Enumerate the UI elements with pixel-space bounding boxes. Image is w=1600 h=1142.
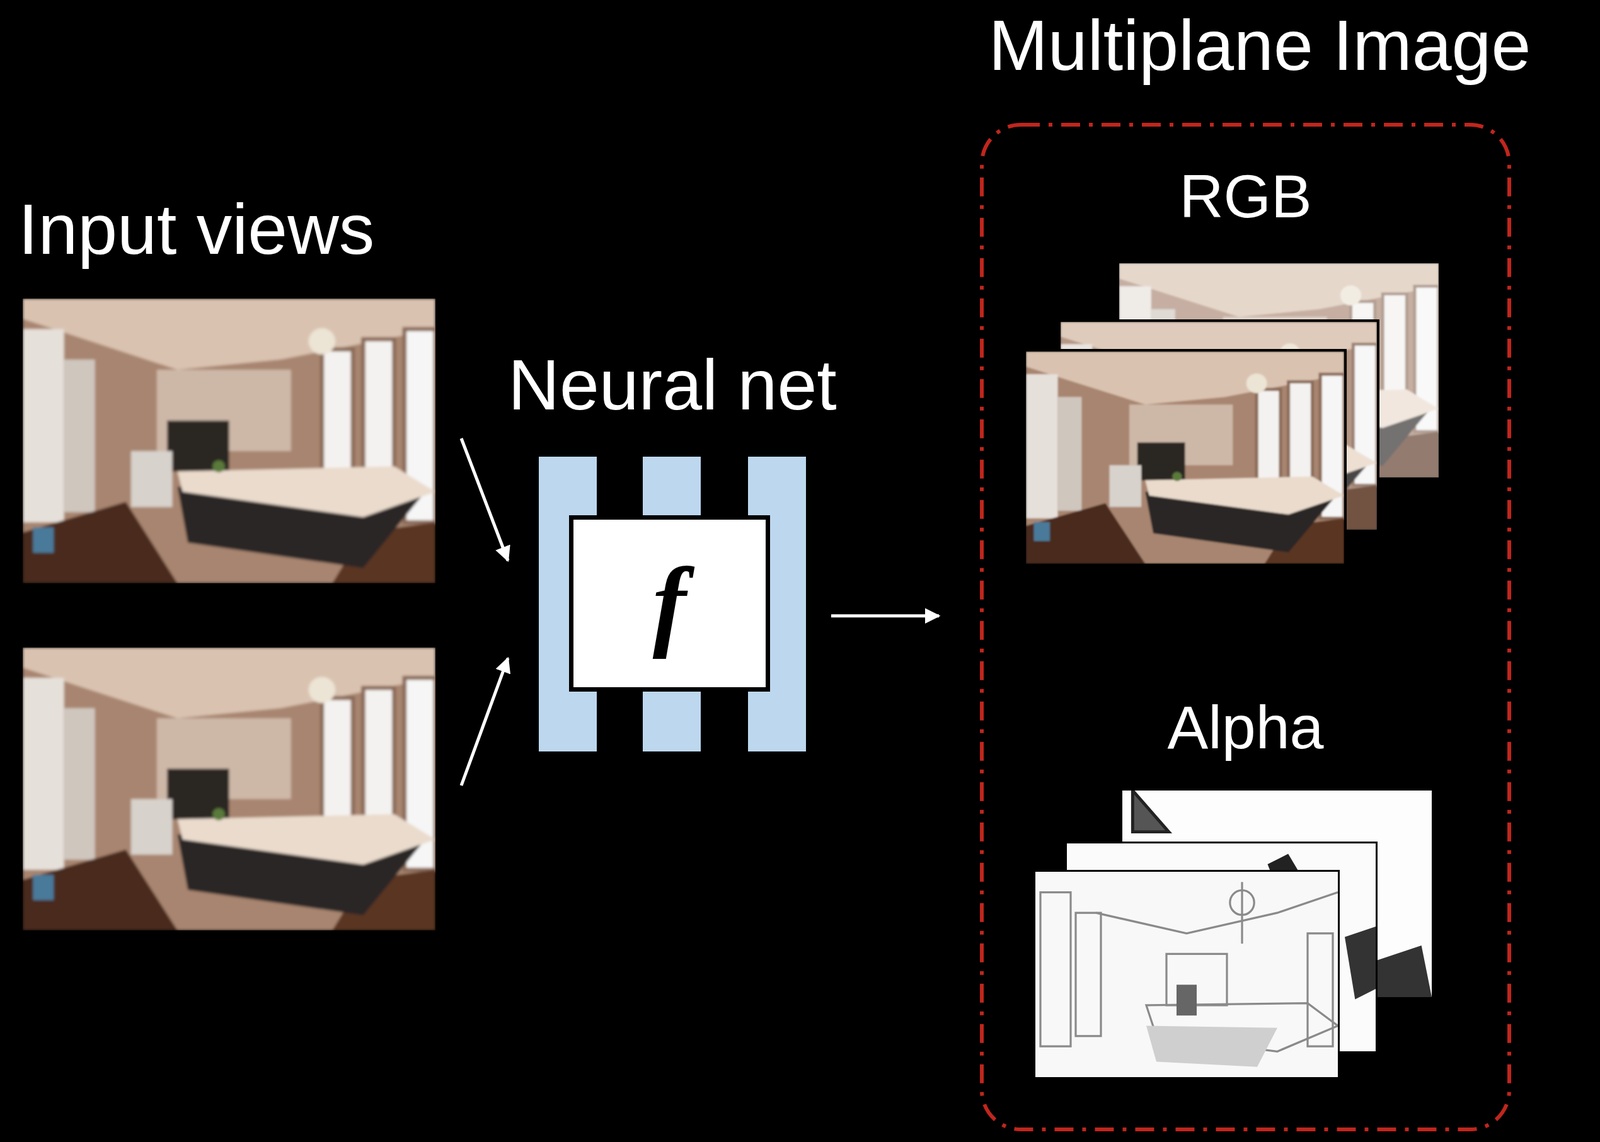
arrow-connector bbox=[831, 614, 939, 618]
layer-label: RGB bbox=[979, 161, 1512, 232]
layer-group: Alpha bbox=[979, 692, 1512, 775]
section-label: Input views bbox=[18, 189, 375, 271]
input-arrow bbox=[461, 658, 508, 786]
multiplane-group: Multiplane ImageRGBAlpha bbox=[979, 122, 1512, 1133]
input-photo bbox=[22, 298, 436, 584]
input-photo bbox=[22, 647, 436, 931]
layer-group: RGB bbox=[979, 161, 1512, 244]
node-heading: Neural net bbox=[444, 344, 901, 427]
neural-net-block: Neural netf bbox=[538, 456, 806, 752]
function-box: f bbox=[569, 515, 771, 692]
rgb-layer-stack bbox=[1023, 263, 1439, 567]
alpha-layer-stack bbox=[1033, 790, 1432, 1080]
layer-label: Alpha bbox=[979, 692, 1512, 764]
input-arrow bbox=[461, 438, 508, 561]
function-symbol: f bbox=[652, 553, 687, 655]
node-heading: Multiplane Image bbox=[928, 5, 1591, 87]
dashed-outline bbox=[979, 122, 1512, 1133]
